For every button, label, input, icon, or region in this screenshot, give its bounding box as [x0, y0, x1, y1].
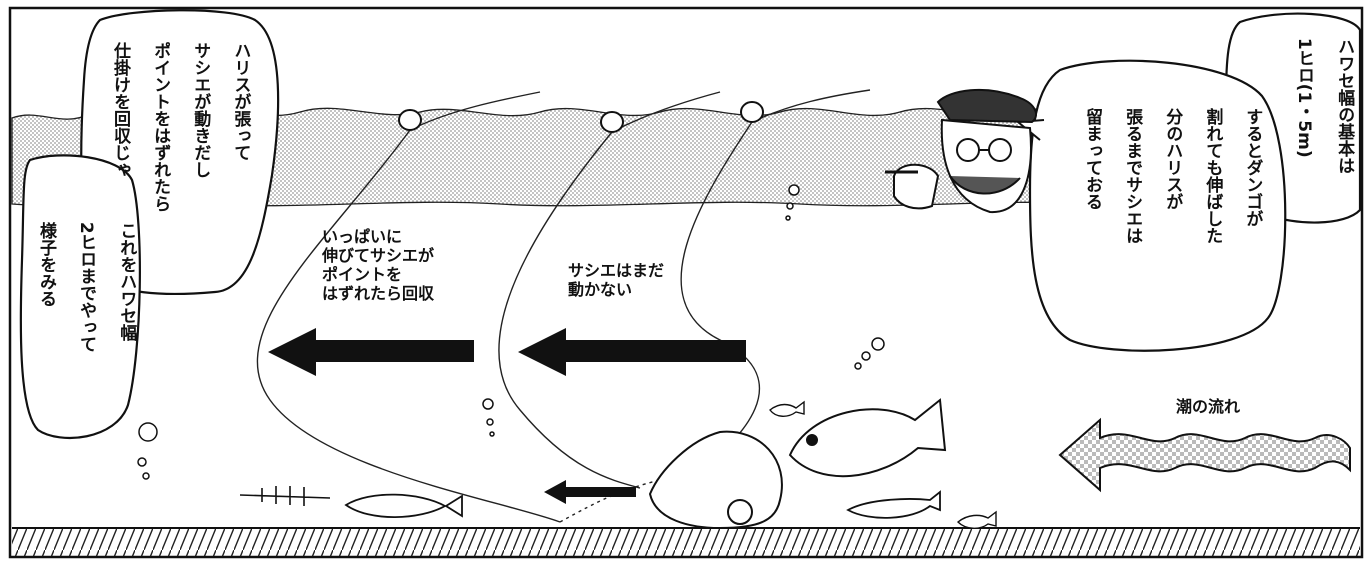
big-arrow-left-icon	[268, 328, 474, 376]
bubble-line: 張るまでサシエは	[1122, 107, 1143, 244]
float-icons	[398, 101, 764, 133]
bubble-line: するとダンゴが	[1242, 107, 1263, 227]
fisherman-character	[885, 88, 1037, 214]
bubble-line: 割れても伸ばした	[1202, 107, 1223, 244]
label-stretch: いっぱいに 伸びてサシエが ポイントを はずれたら回収	[322, 227, 435, 303]
bait-ball	[727, 499, 753, 525]
bubble-line: 留まっておる	[1082, 107, 1103, 210]
bubble-line: 2ヒロまでやって	[76, 221, 97, 353]
tiny-fish-1	[769, 400, 805, 417]
bubble-line: 様子をみる	[36, 221, 57, 307]
bubble-line: これをハワセ幅	[116, 221, 137, 341]
label-current: 潮の流れ	[1176, 397, 1241, 416]
big-fish	[788, 398, 947, 478]
bubble-line: 1ヒロ(1・5m)	[1294, 37, 1315, 158]
speech-text-right-inner: するとダンゴが 割れても伸ばした 分のハリスが 張るまでサシエは 留まっておる	[1082, 96, 1282, 336]
bubbles	[137, 184, 885, 480]
bubble-line: ハリスが張って	[230, 41, 251, 161]
speech-bubble-left	[19, 154, 141, 440]
sea-floor	[12, 528, 1360, 556]
bubble-line: ハワセ幅の基本は	[1334, 37, 1355, 174]
speech-text-left: これをハワセ幅 2ヒロまでやって 様子をみる	[36, 210, 156, 420]
bubble-line: ポイントをはずれたら	[150, 41, 171, 212]
fish-skeleton	[239, 486, 331, 506]
current-arrow-icon	[1058, 417, 1351, 493]
speech-text-top-left: ハリスが張って サシエが動きだし ポイントをはずれたら 仕掛けを回収じゃ	[110, 30, 270, 285]
tiny-fish-2	[956, 510, 997, 529]
small-fish-left	[344, 493, 463, 518]
bubble-line: 分のハリスが	[1162, 107, 1183, 210]
big-arrow-middle-icon	[518, 328, 746, 376]
fishing-lines	[256, 89, 871, 523]
small-arrow-icon	[544, 480, 636, 504]
label-still: サシエはまだ 動かない	[568, 261, 665, 299]
bubble-line: サシエが動きだし	[190, 41, 211, 178]
small-fish-right	[846, 490, 941, 519]
bubble-line: 仕掛けを回収じゃ	[110, 41, 131, 178]
speech-text-right-outer: ハワセ幅の基本は 1ヒロ(1・5m)	[1294, 26, 1369, 216]
speech-bubble-right-inner	[1028, 59, 1287, 352]
